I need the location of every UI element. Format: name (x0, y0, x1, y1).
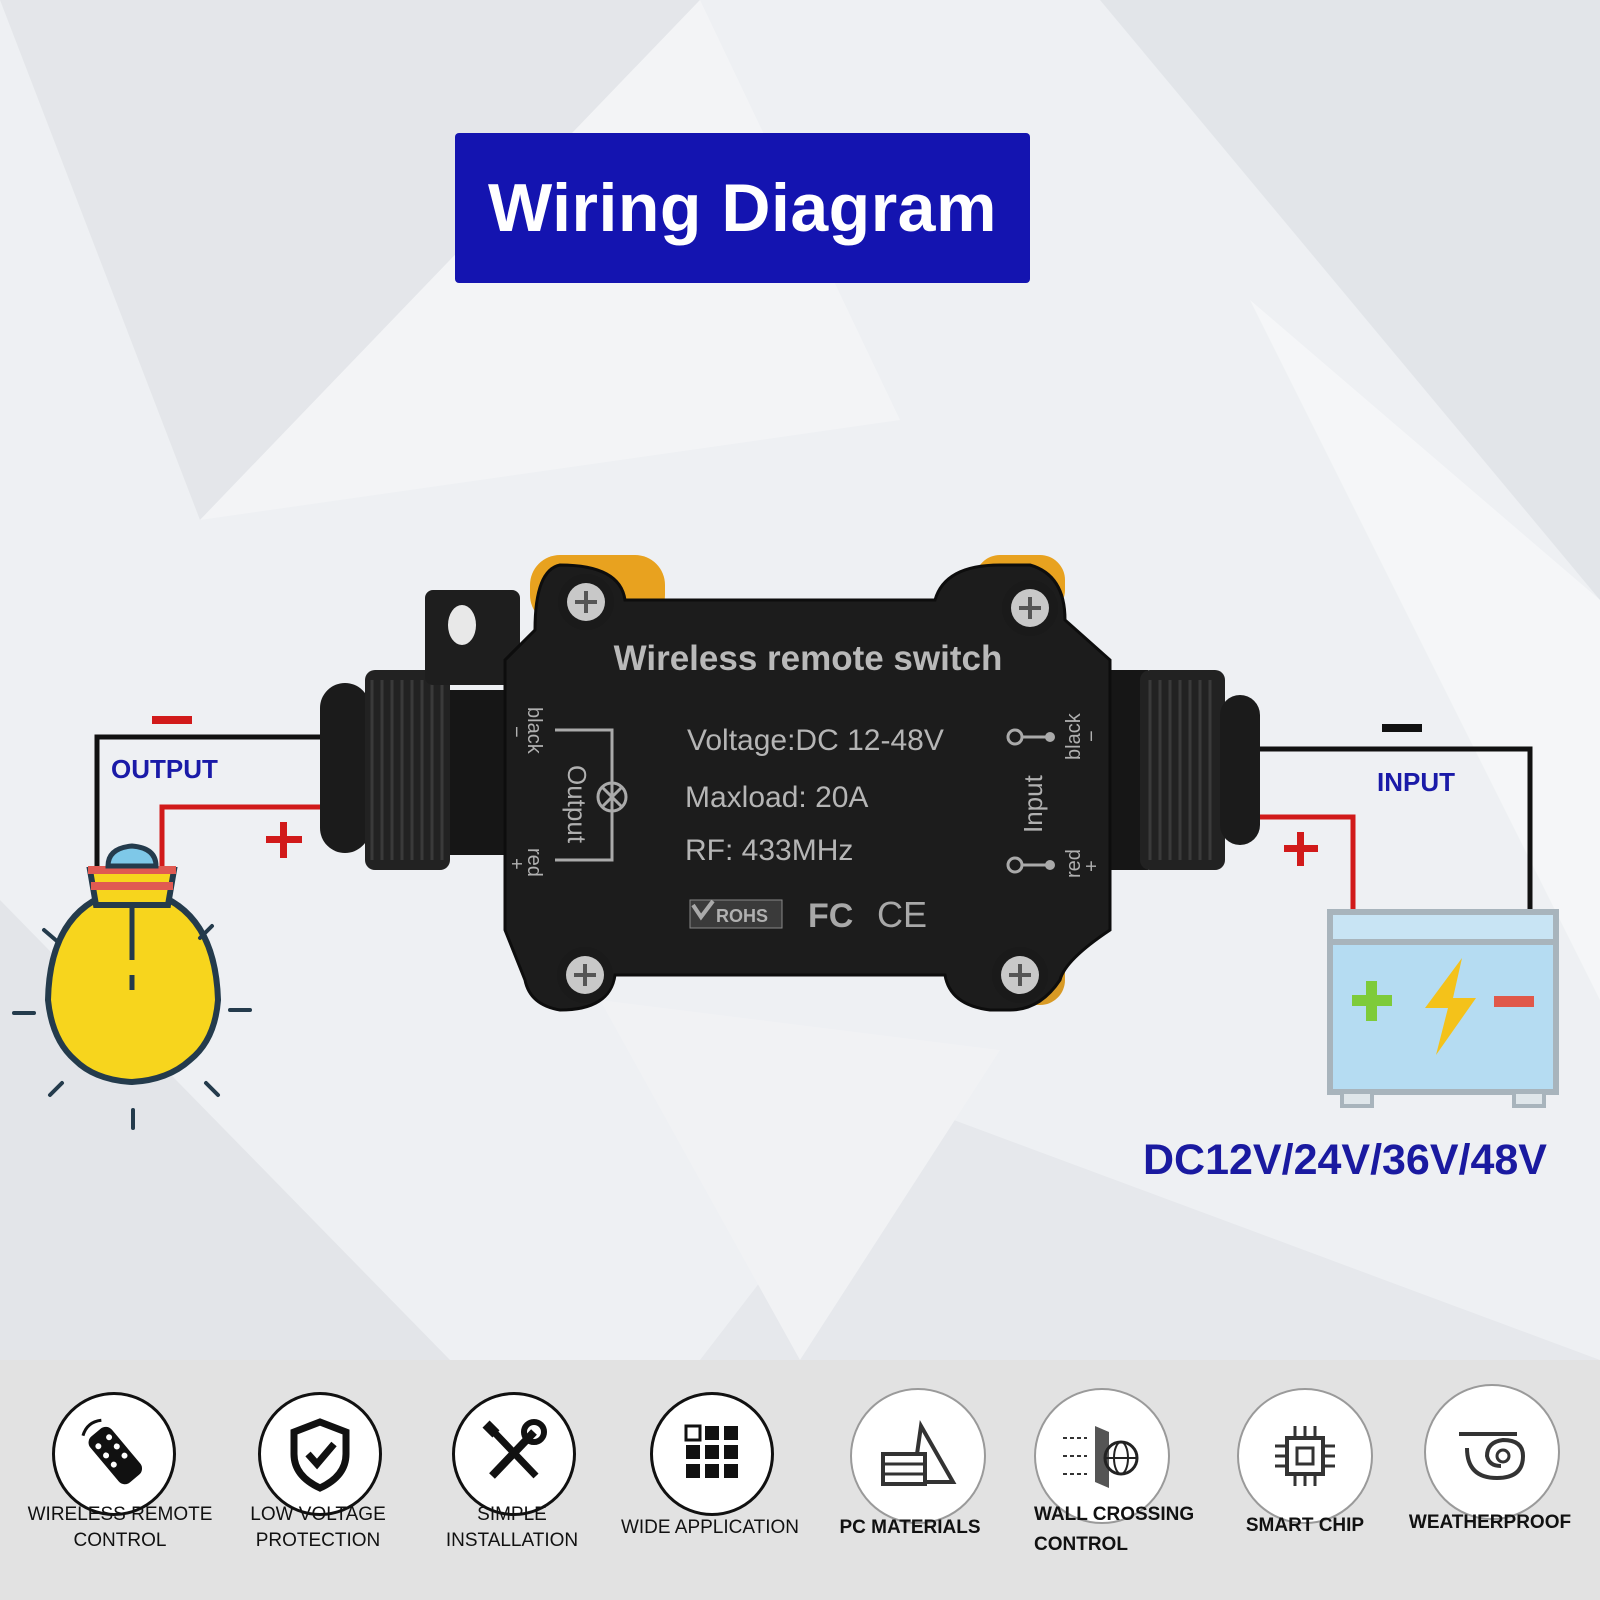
light-bulb-icon (12, 843, 252, 1130)
device-output-black: black (523, 707, 545, 755)
device-input-minus: − (1081, 730, 1103, 742)
feature-label-line: PC MATERIALS (839, 1517, 981, 1538)
screw-top-left (558, 574, 614, 630)
device-name: Wireless remote switch (614, 639, 1003, 678)
output-minus-sign (152, 716, 192, 724)
screw-bottom-left (557, 947, 613, 1003)
input-minus-sign (1382, 724, 1422, 732)
input-plus-sign (1284, 832, 1318, 866)
switch-body (503, 563, 1112, 1012)
right-cable-gland (1108, 670, 1260, 870)
rohs-mark: ROHS (689, 899, 783, 929)
device-input-red: red (1063, 849, 1085, 878)
tools-icon (482, 1419, 547, 1479)
feature-label-line: INSTALLATION (445, 1530, 579, 1551)
chip-icon (1275, 1426, 1335, 1486)
feature-label-line: SMART CHIP (1245, 1515, 1365, 1536)
feature-label-line: CONTROL (73, 1530, 167, 1551)
feature-label-line: WALL CROSSING (1034, 1504, 1195, 1525)
output-plus-sign (266, 822, 302, 858)
feature-label-line: CONTROL (1034, 1534, 1128, 1555)
rohs-text: ROHS (716, 906, 768, 926)
fc-mark: FC (808, 897, 853, 935)
feature-label-line: WIRELESS REMOTE (27, 1504, 213, 1525)
device-input-plus: + (1081, 860, 1103, 872)
remote-control-icon (81, 1418, 143, 1485)
feature-label-line: SIMPLE (477, 1504, 547, 1525)
device-input-black: black (1063, 712, 1085, 760)
device-output-red: red (523, 848, 545, 877)
page-title: Wiring Diagram (488, 170, 997, 246)
input-red-wire (1250, 814, 1356, 915)
feature-label-line: PROTECTION (255, 1530, 381, 1551)
feature-label-line: WIDE APPLICATION (620, 1517, 800, 1538)
device-input-label: Input (1018, 774, 1048, 833)
ce-mark: CE (877, 894, 927, 935)
voltage-range-label: DC12V/24V/36V/48V (1143, 1136, 1547, 1184)
battery-icon (1327, 909, 1559, 1108)
weatherproof-icon (1459, 1432, 1526, 1481)
spec-rf: RF: 433MHz (685, 834, 853, 867)
shield-check-icon (290, 1418, 350, 1492)
device-output-schematic (555, 728, 628, 862)
device-output-plus: + (505, 858, 527, 870)
output-black-wire (94, 734, 320, 880)
screw-top-right (1002, 580, 1058, 636)
title-banner: Wiring Diagram (455, 133, 1030, 283)
device-output-minus: − (505, 726, 527, 738)
input-label: INPUT (1377, 767, 1455, 797)
left-cable-gland (320, 590, 520, 870)
feature-label-line: WEATHERPROOF (1408, 1512, 1572, 1533)
feature-label-line: LOW VOLTAGE (250, 1504, 386, 1525)
spec-maxload: Maxload: 20A (685, 781, 868, 814)
wiring-diagram: Wireless remote switch Voltage:DC 12-48V… (12, 555, 1559, 1130)
wall-globe-icon (1063, 1426, 1139, 1488)
output-red-wire (159, 804, 320, 870)
feature-strip: WIRELESS REMOTE CONTROL LOW VOLTAGE PROT… (0, 1360, 1600, 1600)
screw-bottom-right (992, 947, 1048, 1003)
output-label: OUTPUT (111, 754, 218, 784)
device-output-label: Output (562, 765, 592, 844)
input-black-wire (1250, 746, 1533, 915)
materials-icon (881, 1419, 957, 1486)
grid-apps-icon (684, 1424, 738, 1478)
spec-voltage: Voltage:DC 12-48V (687, 724, 944, 757)
